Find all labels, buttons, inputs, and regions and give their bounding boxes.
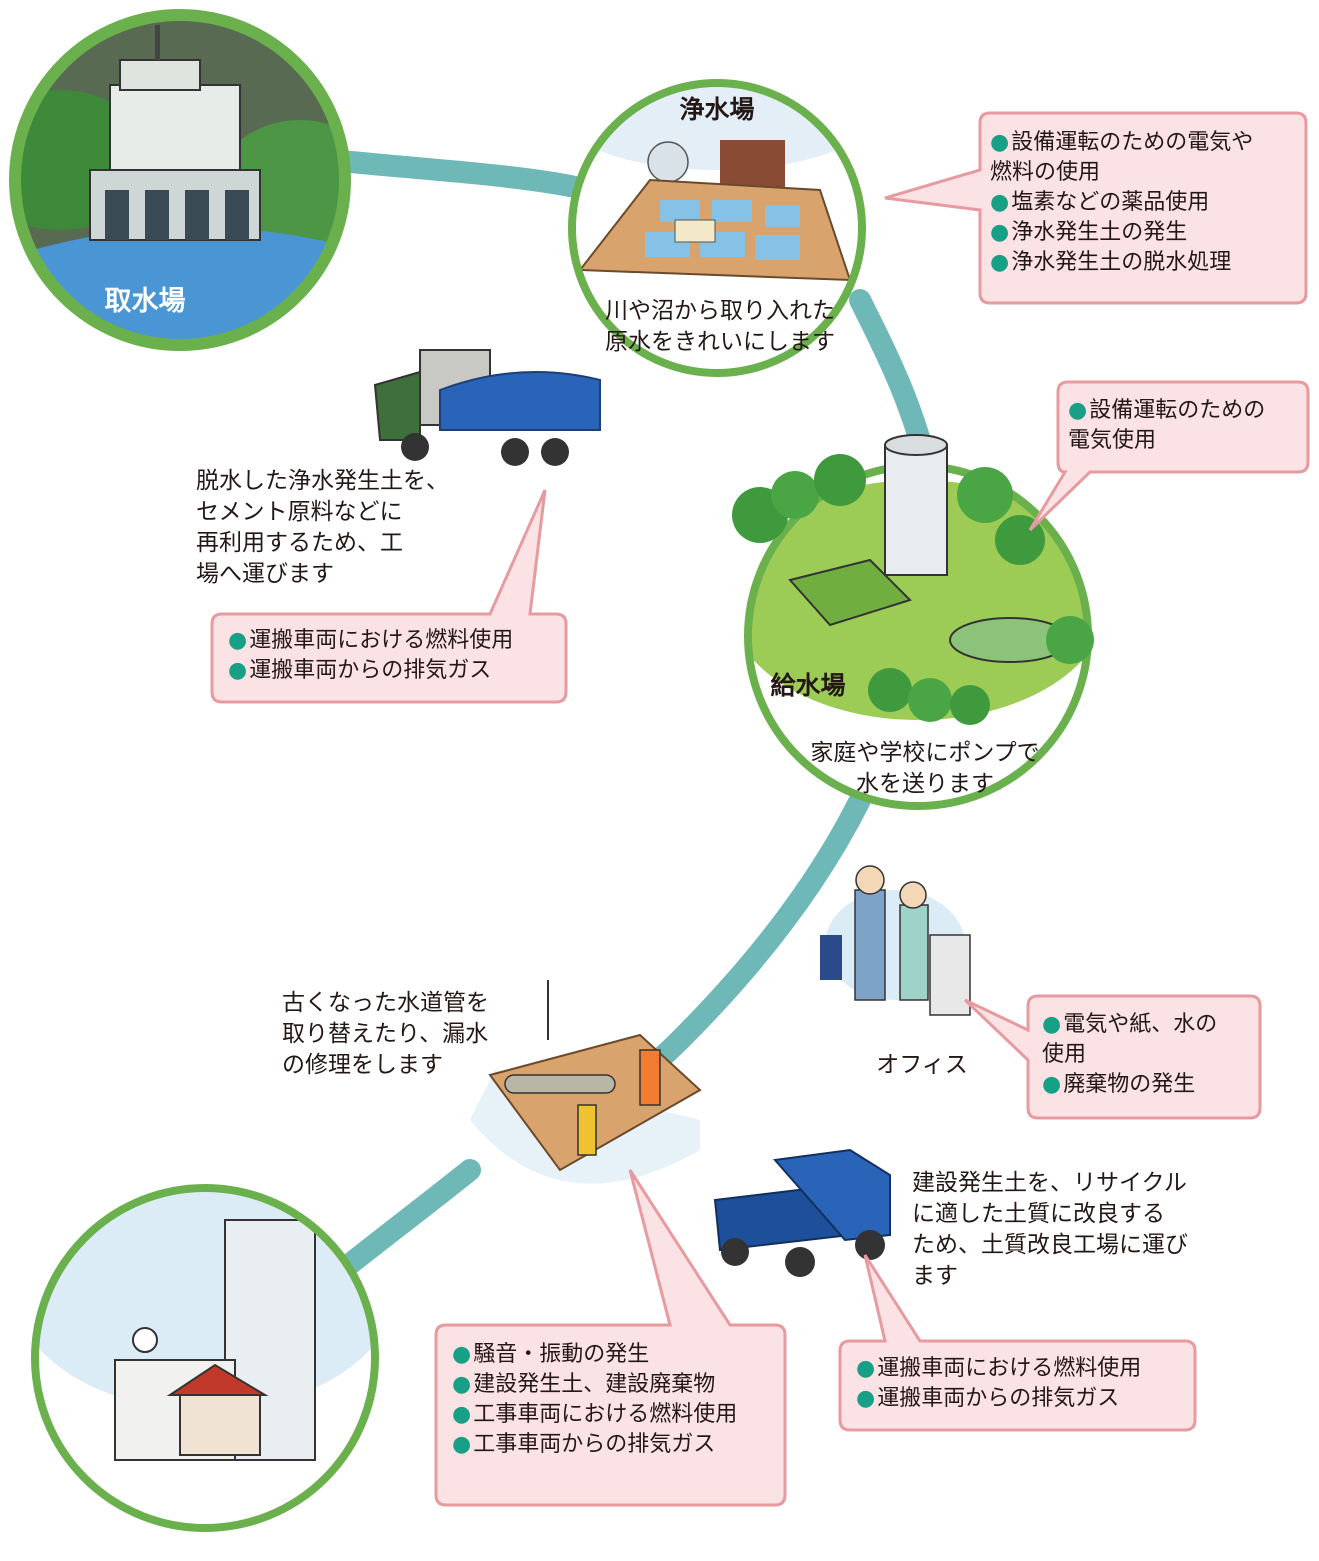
bullet-icon: ● (990, 220, 1010, 245)
callout-item: ●運搬車両からの排気ガス (228, 658, 492, 683)
office-illustration (820, 865, 971, 1016)
callout-item: ●運搬車両からの排気ガス (856, 1386, 1120, 1411)
callout-item: ●建設発生土、建設廃棄物 (452, 1372, 716, 1397)
callout-item: ●塩素などの薬品使用 (990, 190, 1210, 215)
bullet-icon: ● (856, 1356, 876, 1381)
intake-station-illustration (9, 9, 351, 351)
bullet-icon: ● (1042, 1072, 1062, 1097)
callout-item: ●工事車両における燃料使用 (452, 1402, 738, 1427)
bullet-icon: ● (228, 658, 248, 683)
purification-plant-illustration (568, 79, 866, 377)
purification-caption: 川や沼から取り入れた 原水をきれいにします (605, 298, 835, 355)
purification-callout-bubble (884, 111, 1308, 305)
callout-item: ●騒音・振動の発生 (452, 1342, 650, 1367)
pipe-work-callout-bubble (434, 1169, 787, 1507)
purification-callout-list: ●設備運転のための電気や 燃料の使用 ●塩素などの薬品使用 ●浄水発生土の発生 … (990, 128, 1253, 278)
bullet-icon: ● (452, 1402, 472, 1427)
callout-item: ●廃棄物の発生 (1042, 1072, 1196, 1097)
pipe-work-callout-list: ●騒音・振動の発生 ●建設発生土、建設廃棄物 ●工事車両における燃料使用 ●工事… (452, 1340, 737, 1460)
soil-truck-illustration (713, 1148, 891, 1277)
bullet-icon: ● (452, 1372, 472, 1397)
purification-title: 浄水場 (679, 95, 754, 124)
callout-item: ●運搬車両における燃料使用 (228, 628, 514, 653)
callout-item: ●浄水発生土の発生 (990, 220, 1188, 245)
supply-caption: 家庭や学校にポンプで 水を送ります (810, 740, 1040, 797)
bullet-icon: ● (1068, 398, 1088, 423)
bullet-icon: ● (228, 628, 248, 653)
pipe-work-caption: 古くなった水道管を 取り替えたり、漏水 の修理をします (282, 990, 489, 1078)
callout-item: ●電気や紙、水の 使用 (1042, 1012, 1218, 1067)
office-callout-list: ●電気や紙、水の 使用 ●廃棄物の発生 (1042, 1010, 1217, 1100)
city-illustration (31, 1184, 379, 1532)
supply-callout-list: ●設備運転のための 電気使用 (1068, 396, 1265, 456)
callout-item: ●運搬車両における燃料使用 (856, 1356, 1142, 1381)
sludge-truck-callout-bubble (210, 489, 568, 704)
bullet-icon: ● (990, 130, 1010, 155)
supply-station-illustration (732, 434, 1094, 810)
callout-item: ●設備運転のための電気や 燃料の使用 (990, 130, 1254, 185)
bullet-icon: ● (452, 1342, 472, 1367)
office-callout-bubble (963, 994, 1262, 1120)
intake-label: 取水場 (105, 286, 186, 317)
soil-truck-callout-bubble (838, 1254, 1197, 1432)
bullet-icon: ● (856, 1386, 876, 1411)
sludge-truck-caption: 脱水した浄水発生土を、 セメント原料などに 再利用するため、工 場へ運びます (196, 468, 449, 587)
sludge-truck-callout-list: ●運搬車両における燃料使用 ●運搬車両からの排気ガス (228, 626, 513, 686)
supply-callout-bubble (1028, 380, 1310, 532)
callout-item: ●工事車両からの排気ガス (452, 1432, 716, 1457)
supply-title: 給水場 (770, 671, 845, 700)
callout-item: ●設備運転のための 電気使用 (1068, 398, 1266, 453)
sludge-truck-illustration (373, 349, 601, 466)
callout-item: ●浄水発生土の脱水処理 (990, 250, 1232, 275)
pipe-work-illustration (470, 980, 702, 1184)
office-label: オフィス (876, 1052, 968, 1078)
soil-truck-caption: 建設発生土を、リサイクル に適した土質に改良する ため、土質改良工場に運び ます (912, 1170, 1188, 1289)
water-pipe (319, 149, 941, 1279)
bullet-icon: ● (990, 190, 1010, 215)
soil-truck-callout-list: ●運搬車両における燃料使用 ●運搬車両からの排気ガス (856, 1354, 1141, 1414)
bullet-icon: ● (452, 1432, 472, 1457)
bullet-icon: ● (1042, 1012, 1062, 1037)
bullet-icon: ● (990, 250, 1010, 275)
